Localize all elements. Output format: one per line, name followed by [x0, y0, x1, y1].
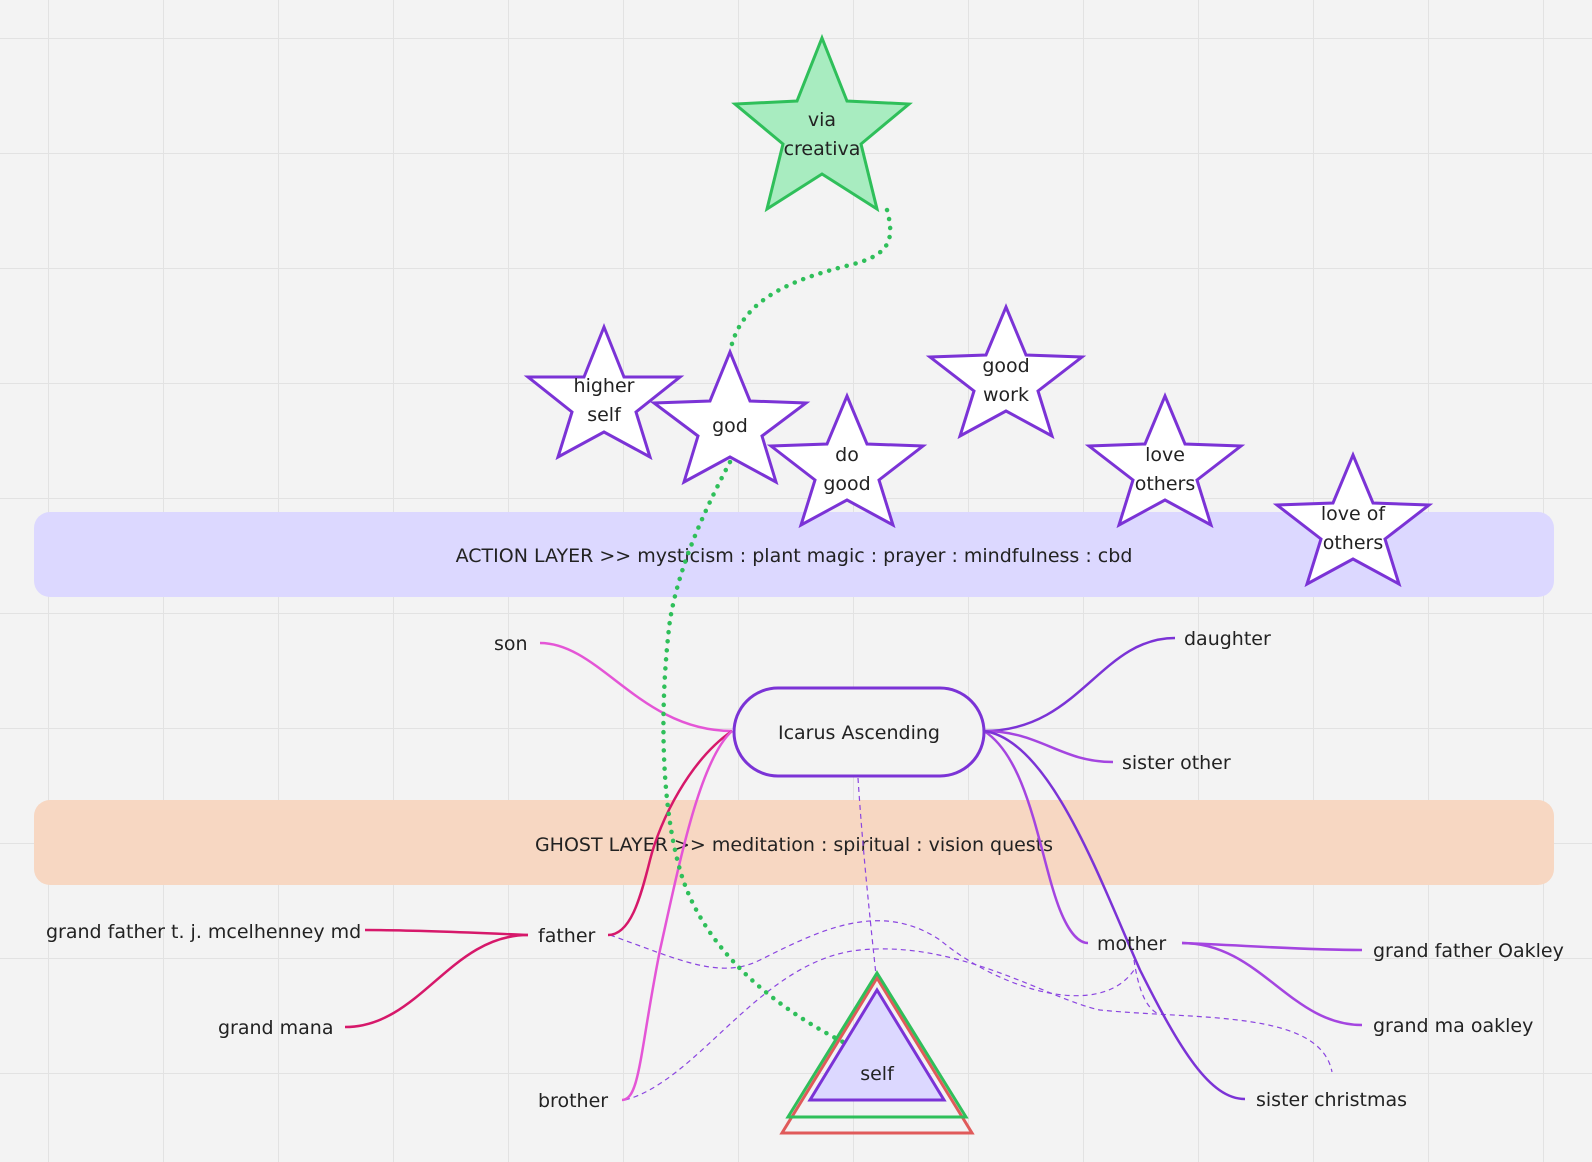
node-son[interactable]: son	[494, 633, 528, 655]
node-brother[interactable]: brother	[538, 1090, 608, 1112]
star-higher-self[interactable]: higher self	[523, 322, 685, 461]
triangle-red	[779, 975, 975, 1135]
star-label-line1: good	[982, 355, 1029, 377]
ghost-layer-band[interactable]	[34, 800, 1554, 885]
star-label-line2: work	[983, 384, 1029, 406]
edge-center-brother	[621, 730, 733, 1102]
node-grand-father-left[interactable]: grand father t. j. mcelhenney md	[46, 921, 361, 943]
star-label-line2: creativa	[784, 138, 861, 160]
star-do-good[interactable]: do good	[766, 392, 928, 529]
self-node[interactable]: self	[779, 970, 975, 1135]
ghost-layer-label: GHOST LAYER >> meditation : spiritual : …	[535, 834, 1053, 856]
center-node-label: Icarus Ascending	[778, 722, 940, 744]
green-star-shape	[731, 33, 913, 213]
star-god[interactable]: god	[649, 348, 811, 486]
triangle-purple	[807, 987, 947, 1102]
node-mother[interactable]: mother	[1097, 933, 1166, 955]
dashed-mother-down	[1133, 959, 1161, 1016]
star-shape	[523, 322, 685, 461]
edge-father-grandmana	[344, 933, 529, 1029]
star-label-line2: others	[1135, 473, 1196, 495]
node-grand-father-oakley[interactable]: grand father Oakley	[1373, 940, 1564, 962]
star-shape	[925, 303, 1087, 440]
edge-center-son	[539, 641, 733, 733]
center-node-pill	[732, 686, 986, 778]
self-label: self	[860, 1063, 895, 1085]
star-label-line2: self	[587, 404, 622, 426]
star-good-work[interactable]: good work	[925, 303, 1087, 440]
edge-center-father	[607, 729, 733, 937]
edge-center-sister-christmas	[983, 729, 1246, 1101]
star-label-line1: love of	[1321, 503, 1387, 525]
star-love-of-others[interactable]: love of others	[1272, 451, 1434, 588]
node-grand-ma-oakley[interactable]: grand ma oakley	[1373, 1015, 1533, 1037]
star-shape	[1084, 392, 1246, 529]
star-label-line1: higher	[574, 375, 635, 397]
node-sister-other[interactable]: sister other	[1122, 752, 1231, 774]
star-shape	[1272, 451, 1434, 588]
star-label-line2: good	[823, 473, 870, 495]
dashed-father-to-mother	[609, 920, 1135, 997]
edge-center-mother	[983, 729, 1089, 945]
edge-mother-grandma-oakley	[1181, 941, 1363, 1027]
star-shape	[766, 392, 928, 529]
dashed-connectors	[609, 777, 1333, 1101]
dashed-brother-to-sister	[624, 948, 1333, 1101]
action-layer-label: ACTION LAYER >> mysticism : plant magic …	[456, 545, 1133, 567]
star-love-others[interactable]: love others	[1084, 392, 1246, 529]
star-label-line1: via	[808, 109, 836, 131]
edge-father-grandfather	[364, 928, 529, 937]
dashed-center-to-self	[857, 777, 877, 976]
star-via-creativa[interactable]: via creativa	[731, 33, 913, 213]
edge-center-daughter	[983, 636, 1176, 733]
star-label-line1: do	[835, 444, 859, 466]
solid-connectors	[344, 636, 1363, 1102]
node-sister-christmas[interactable]: sister christmas	[1256, 1089, 1407, 1111]
triangle-green	[785, 970, 969, 1119]
node-father[interactable]: father	[538, 925, 596, 947]
star-shape	[649, 348, 811, 486]
edge-center-sister-other	[983, 729, 1114, 764]
center-node[interactable]: Icarus Ascending	[732, 686, 986, 778]
green-dotted-path	[661, 207, 893, 1046]
action-layer-band[interactable]	[34, 512, 1554, 597]
star-label-line2: others	[1323, 532, 1384, 554]
node-grand-mana[interactable]: grand mana	[218, 1017, 334, 1039]
node-daughter[interactable]: daughter	[1184, 628, 1271, 650]
star-label-line1: love	[1145, 444, 1185, 466]
star-label: god	[712, 415, 748, 437]
